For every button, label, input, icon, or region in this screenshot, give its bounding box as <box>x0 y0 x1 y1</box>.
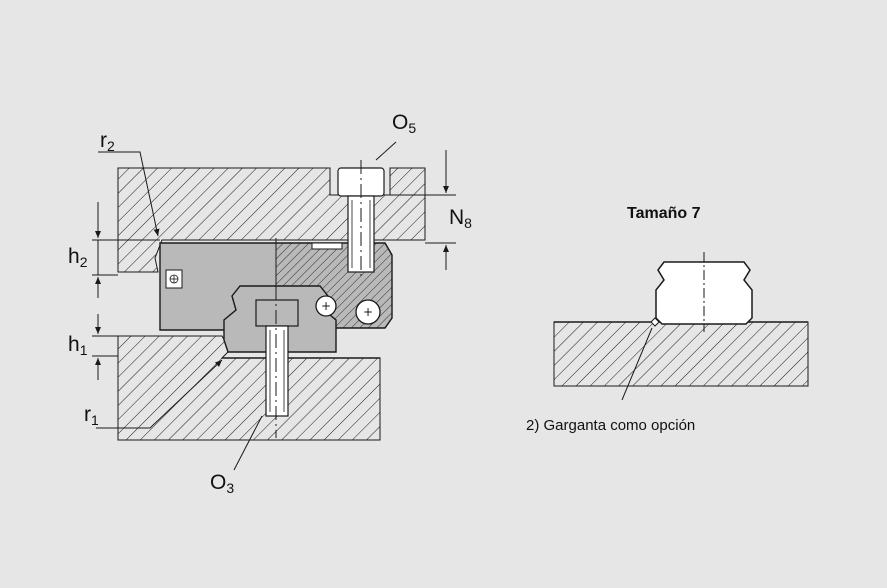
label-r2-sub: 2 <box>107 138 115 154</box>
label-o3: O3 <box>210 472 234 495</box>
label-n8-main: N <box>449 206 465 229</box>
label-r2-main: r <box>100 129 107 152</box>
label-h2: h2 <box>68 246 87 269</box>
r1-leader <box>96 359 223 429</box>
rail-bolt-head <box>255 299 299 327</box>
detail-size7 <box>553 252 809 401</box>
label-r1: r1 <box>84 404 99 427</box>
label-r1-main: r <box>84 403 91 426</box>
label-o5-main: O <box>392 111 409 134</box>
svg-text:+: + <box>321 299 331 313</box>
label-h1-sub: 1 <box>79 342 88 358</box>
label-o5-sub: 5 <box>408 120 417 136</box>
groove-marker <box>650 317 660 327</box>
ball-upper <box>315 295 337 317</box>
detail-base <box>553 321 809 387</box>
rail-bolt-shank <box>265 325 289 417</box>
label-n8-sub: 8 <box>464 215 472 231</box>
label-r2: r2 <box>100 130 115 153</box>
detail-title: Tamaño 7 <box>627 205 701 222</box>
label-n8: N8 <box>449 207 472 230</box>
label-r1-sub: 1 <box>91 412 99 428</box>
label-h1-main: h <box>68 333 80 356</box>
label-h2-sub: 2 <box>79 254 88 270</box>
main-section: + + <box>92 141 456 471</box>
label-o3-main: O <box>210 471 227 494</box>
o5-leader <box>375 141 397 161</box>
svg-text:+: + <box>363 305 373 319</box>
o3-leader <box>233 415 263 471</box>
label-o5: O5 <box>392 112 416 135</box>
detail-note: 2) Garganta como opción <box>526 417 696 434</box>
label-h2-main: h <box>68 245 80 268</box>
ball-lower <box>355 299 381 325</box>
upper-plate <box>117 167 426 273</box>
label-h1: h1 <box>68 334 87 357</box>
groove-leader <box>621 327 653 401</box>
label-o3-sub: 3 <box>226 480 235 496</box>
r2-leader <box>98 151 160 237</box>
